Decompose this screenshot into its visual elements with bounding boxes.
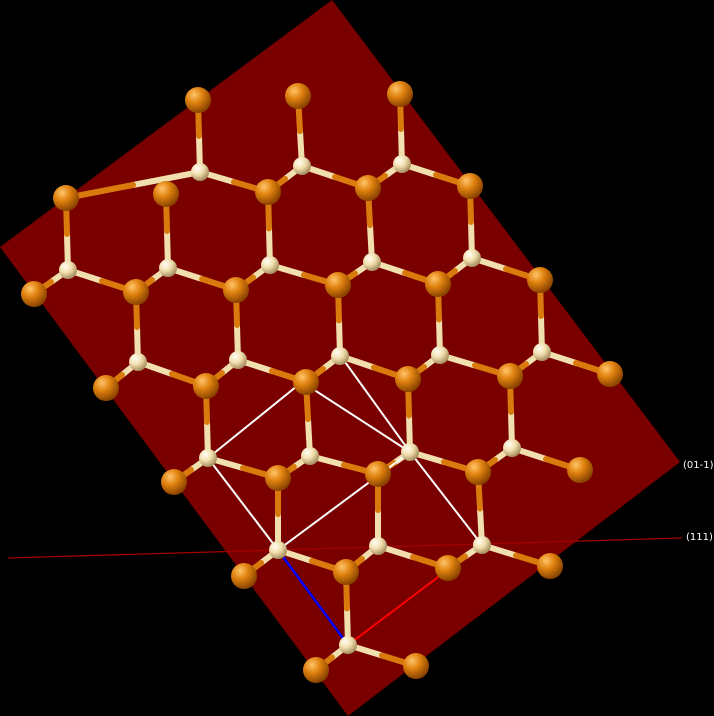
atom-cream — [129, 353, 147, 371]
atom-orange — [161, 469, 187, 495]
atom-orange — [153, 181, 179, 207]
atom-orange — [123, 279, 149, 305]
atom-orange — [365, 461, 391, 487]
atom-orange — [387, 81, 413, 107]
atom-cream — [191, 163, 209, 181]
plane-label-111: (111) — [686, 532, 713, 543]
atom-orange — [597, 361, 623, 387]
atom-cream — [293, 157, 311, 175]
atom-orange — [537, 553, 563, 579]
atom-cream — [301, 447, 319, 465]
atom-cream — [269, 541, 287, 559]
atom-orange — [457, 173, 483, 199]
atom-cream — [331, 347, 349, 365]
atom-orange — [333, 559, 359, 585]
atom-orange — [527, 267, 553, 293]
atom-cream — [431, 346, 449, 364]
atom-orange — [21, 281, 47, 307]
cell-axis-red — [347, 567, 451, 646]
atom-orange — [425, 271, 451, 297]
atom-cream — [473, 536, 491, 554]
atom-cream — [199, 449, 217, 467]
atom-cream — [369, 537, 387, 555]
atom-orange — [265, 465, 291, 491]
atom-orange — [567, 457, 593, 483]
atom-orange — [325, 272, 351, 298]
atom-orange — [231, 563, 257, 589]
plane-label-01-1: (01-1) — [683, 460, 714, 471]
atom-cream — [533, 343, 551, 361]
atom-orange — [293, 369, 319, 395]
atom-cream — [463, 249, 481, 267]
unit-cell-outline — [207, 354, 483, 646]
atom-cream — [159, 259, 177, 277]
cell-edge — [207, 457, 279, 551]
atom-cream — [261, 256, 279, 274]
atom-orange — [355, 175, 381, 201]
atom-layer — [21, 81, 623, 683]
atom-orange — [185, 87, 211, 113]
bond-segment — [130, 169, 203, 188]
atom-orange — [223, 277, 249, 303]
atom-cream — [363, 253, 381, 271]
atom-cream — [503, 439, 521, 457]
atom-orange — [193, 373, 219, 399]
cell-edge — [339, 354, 411, 453]
atom-orange — [395, 366, 421, 392]
atom-cream — [229, 351, 247, 369]
atom-orange — [465, 459, 491, 485]
atom-cream — [393, 155, 411, 173]
cell-edge — [207, 380, 483, 546]
atom-cream — [339, 636, 357, 654]
atom-orange — [403, 653, 429, 679]
lattice-plane-111-trace — [7, 537, 683, 559]
atom-orange — [93, 375, 119, 401]
atom-cream — [401, 443, 419, 461]
atom-cream — [59, 261, 77, 279]
atom-orange — [53, 185, 79, 211]
atom-orange — [255, 179, 281, 205]
atom-orange — [303, 657, 329, 683]
atom-orange — [435, 555, 461, 581]
cell-axis-blue — [276, 549, 350, 646]
atom-orange — [497, 363, 523, 389]
atom-orange — [285, 83, 311, 109]
